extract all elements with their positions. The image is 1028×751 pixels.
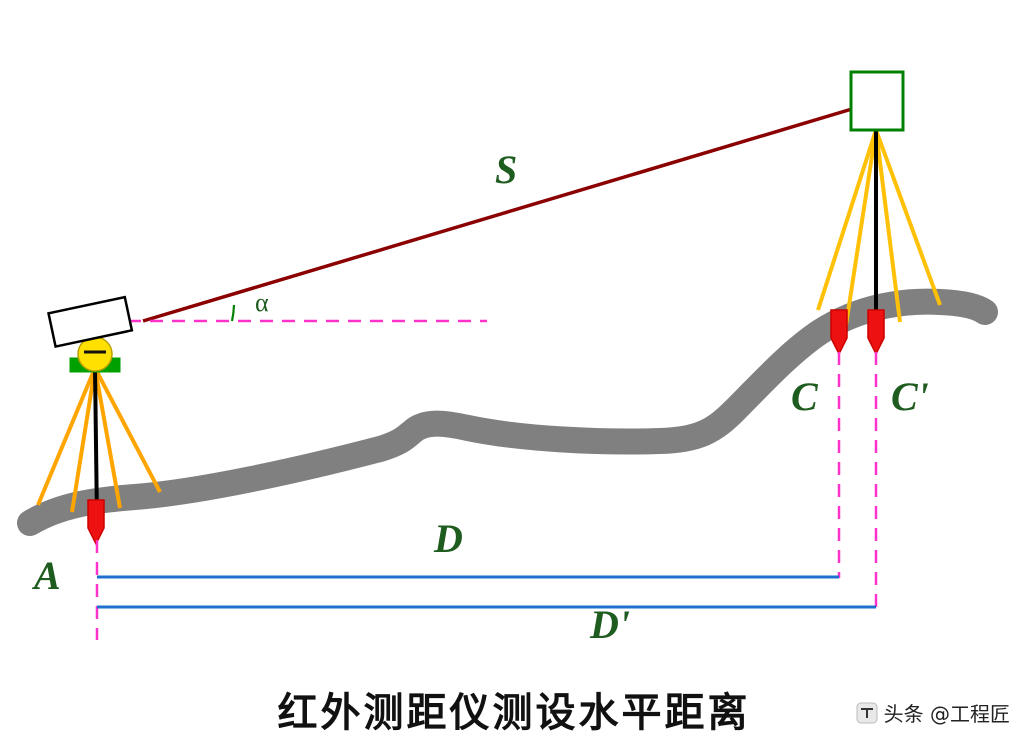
label-point-c-prime: C': [891, 374, 929, 419]
terrain-profile: [17, 288, 998, 536]
reflector-prism-target: [849, 70, 905, 132]
label-horizontal-distance: D: [434, 516, 463, 561]
toutiao-icon: [856, 702, 878, 724]
slope-distance-line: [142, 101, 873, 323]
total-station-instrument: [47, 295, 134, 373]
watermark-text: 头条 @工程匠: [883, 702, 1010, 726]
vertical-dashed-lines: [95, 352, 878, 640]
tripod-right: [816, 129, 942, 330]
tripod-left: [36, 367, 162, 521]
label-angle-alpha: α: [255, 288, 269, 317]
label-point-c: C: [791, 374, 818, 419]
watermark: 头条 @工程匠: [856, 698, 1010, 727]
label-point-a: A: [34, 553, 61, 598]
ranging-pole-c: [830, 309, 848, 356]
angle-arc: [230, 304, 236, 322]
figure-caption: 红外测距仪测设水平距离: [277, 690, 751, 736]
ranging-pole-a: [87, 499, 105, 546]
label-slope-distance: S: [495, 147, 518, 192]
ranging-pole-c-prime: [867, 309, 885, 356]
label-horizontal-distance-prime: D': [590, 602, 630, 647]
